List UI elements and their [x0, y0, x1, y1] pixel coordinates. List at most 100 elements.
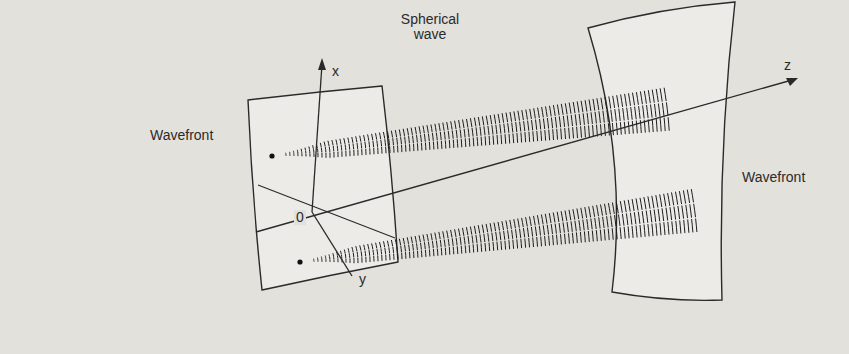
wave-fringe — [403, 238, 404, 244]
wave-fringe — [520, 133, 522, 143]
wave-fringe — [506, 113, 508, 123]
wave-fringe — [373, 148, 374, 155]
wave-fringe — [353, 143, 355, 149]
wave-fringe — [568, 128, 570, 139]
wave-fringe — [396, 246, 398, 252]
wave-fringe — [644, 91, 646, 104]
wave-fringe — [427, 125, 428, 133]
wave-fringe — [340, 139, 341, 145]
wave-fringe — [551, 224, 552, 234]
wave-fringe — [415, 127, 416, 134]
wavefront-surface — [588, 2, 735, 300]
wave-fringe — [376, 249, 378, 255]
wave-fringe — [498, 114, 500, 123]
wave-fringe — [480, 234, 481, 242]
wave-fringe — [595, 112, 596, 124]
wave-fringe — [484, 126, 485, 135]
wave-fringe — [542, 107, 544, 117]
wave-fringe — [640, 198, 642, 210]
wave-fringe — [538, 108, 540, 118]
wave-fringe — [325, 147, 327, 152]
wave-fringe — [489, 136, 491, 145]
wave-fringe — [506, 221, 508, 230]
wave-fringe — [486, 224, 488, 232]
wave-fringe — [535, 226, 536, 236]
wave-fringe — [423, 126, 424, 134]
wave-fringe — [457, 246, 459, 254]
wave-fringe — [556, 129, 558, 140]
wave-fringe — [325, 260, 326, 262]
wave-fringe — [625, 94, 627, 107]
wave-fringe — [312, 145, 314, 149]
wave-fringe — [696, 219, 697, 233]
wave-fringe — [449, 247, 451, 255]
wave-fringe — [580, 232, 582, 243]
wave-fringe — [532, 237, 534, 247]
wave-fringe — [364, 245, 365, 250]
wave-fringe — [518, 111, 520, 121]
wave-fringe — [397, 145, 398, 152]
wave-fringe — [584, 126, 586, 137]
wave-fringe — [666, 102, 668, 116]
wave-fringe — [333, 259, 334, 262]
wave-fringe — [652, 119, 653, 132]
wave-fringe — [631, 107, 633, 120]
wave-fringe — [436, 133, 437, 141]
wave-fringe — [345, 144, 347, 150]
wave-fringe — [389, 146, 390, 153]
wave-fringe — [488, 126, 489, 135]
wave-fringe — [461, 246, 463, 254]
wave-fringe — [623, 108, 625, 120]
wave-fringe — [361, 149, 362, 155]
wave-fringe — [564, 234, 566, 244]
wave-fringe — [482, 225, 484, 233]
wave-fringe — [530, 109, 532, 119]
wave-fringe — [357, 150, 358, 156]
wave-fringe — [565, 211, 567, 221]
wave-fringe — [356, 136, 357, 142]
wave-fringes — [286, 88, 697, 264]
wave-fringe — [428, 134, 430, 142]
wave-fringe — [392, 138, 394, 145]
wave-fringe — [448, 239, 449, 247]
wave-fringe — [555, 117, 556, 128]
y-axis — [312, 212, 352, 276]
wave-fringe — [502, 221, 504, 230]
wave-fringe — [626, 213, 628, 225]
wave-fringe — [500, 124, 501, 134]
wave-fringe — [341, 145, 343, 151]
wave-fringe — [510, 112, 512, 122]
wave-fringe — [413, 144, 414, 151]
wave-fringe — [633, 93, 635, 106]
axis-label: y — [357, 272, 368, 287]
wave-fringe — [376, 133, 377, 139]
wave-fringe — [357, 143, 359, 149]
wave-fringe — [619, 109, 620, 121]
wave-fringe — [636, 226, 637, 238]
wave-fringe — [664, 118, 665, 132]
wave-fringe — [321, 257, 322, 259]
wave-fringe — [660, 118, 661, 131]
title-label: Spherical wave — [398, 12, 462, 41]
wave-fringe — [490, 223, 492, 232]
wave-fringe — [648, 196, 650, 208]
wave-fringe — [423, 235, 424, 242]
wave-fringe — [364, 142, 366, 148]
wave-fringe — [447, 122, 448, 130]
wave-fringe — [485, 136, 487, 145]
wave-fringe — [636, 92, 638, 105]
wave-fringe — [622, 214, 624, 226]
wave-fringe — [537, 215, 539, 225]
wave-fringe — [372, 243, 373, 249]
wave-fringe — [465, 138, 467, 147]
wave-fringe — [694, 204, 696, 217]
wave-fringe — [340, 251, 342, 255]
wave-fringe — [365, 257, 366, 263]
wave-fringe — [429, 142, 431, 150]
wave-fringe — [321, 260, 322, 262]
wave-fringe — [599, 217, 600, 228]
wave-fringe — [561, 211, 563, 221]
wave-fringe — [638, 212, 640, 224]
wave-fringe — [337, 256, 339, 259]
wave-fringe — [658, 104, 660, 117]
